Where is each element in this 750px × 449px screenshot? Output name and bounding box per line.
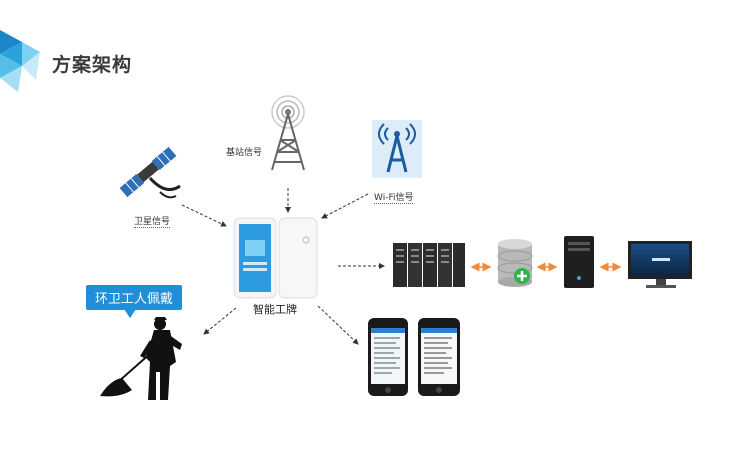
connector-arrows xyxy=(181,188,385,345)
page-title: 方案架构 xyxy=(52,54,133,76)
monitor-icon xyxy=(628,241,692,288)
smart-badge-label: 智能工牌 xyxy=(253,303,297,316)
worker-callout: 环卫工人佩戴 xyxy=(86,285,183,310)
smart-badge-device xyxy=(233,217,318,299)
server-rack-icon xyxy=(393,243,465,287)
smartphone-left-icon xyxy=(368,318,408,396)
satellite-signal-label: 卫星信号 xyxy=(134,214,171,228)
server-tower-icon xyxy=(564,236,594,288)
tower-signal-label: 基站信号 xyxy=(226,148,263,158)
wifi-tower-icon xyxy=(372,120,422,178)
corner-decoration xyxy=(0,30,40,92)
database-icon xyxy=(497,239,533,287)
smartphone-right-icon xyxy=(418,318,460,396)
satellite-icon xyxy=(119,146,181,199)
wifi-signal-label: Wi-Fi信号 xyxy=(374,190,414,204)
worker-callout-tail xyxy=(122,306,138,318)
sanitation-worker-icon xyxy=(100,317,182,400)
cell-tower-icon xyxy=(271,95,305,171)
